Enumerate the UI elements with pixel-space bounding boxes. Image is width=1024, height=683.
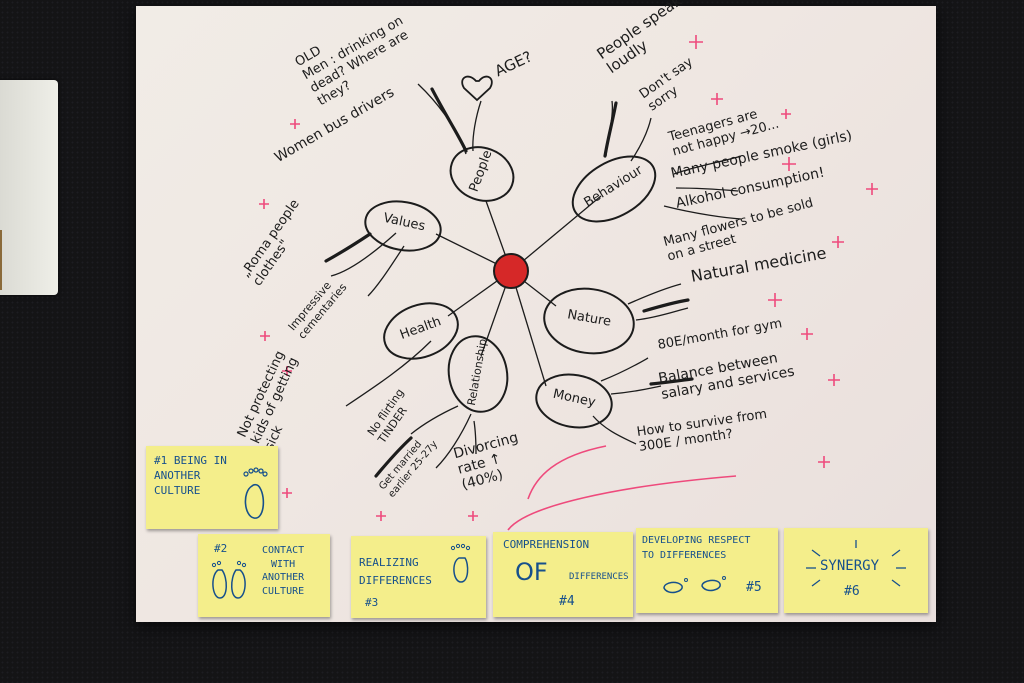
node-ellipses [364, 146, 657, 429]
sticky-5-number: #5 [746, 580, 762, 595]
sticky-note-5: DEVELOPING RESPECT TO DIFFERENCES #5 [636, 528, 778, 613]
mindmap-drawing [259, 35, 878, 531]
sticky-4-title: COMPREHENSION [503, 538, 590, 551]
heart-icon [461, 75, 493, 102]
sticky-6-word: SYNERGY [820, 558, 880, 574]
whiteboard-stand [0, 80, 58, 295]
sticky-3-text: REALIZING DIFFERENCES [359, 556, 432, 587]
node-people-ellipse [449, 146, 515, 202]
hub-center-dot [493, 253, 529, 289]
footprint-icon-small [450, 543, 471, 583]
pink-cross-marks [259, 35, 878, 521]
node-health-ellipse [383, 302, 459, 360]
node-behaviour-ellipse [571, 155, 657, 223]
poster-sheet: People Values Behaviour Health Relations… [136, 0, 936, 622]
sticky-note-6: SYNERGY #6 [784, 528, 928, 613]
sticky-2-number: #2 [214, 542, 228, 555]
sticky-note-4: COMPREHENSION OF DIFFERENCES #4 [493, 532, 633, 617]
sticky-2-text: CONTACT WITH ANOTHER CULTURE [262, 545, 305, 597]
node-relationship-ellipse [447, 335, 509, 413]
footprint-icon [243, 467, 268, 519]
walking-feet-icon [663, 576, 726, 594]
sunburst-icon [806, 540, 906, 587]
sticky-3-number: #3 [365, 596, 379, 609]
sticky-note-2: #2 CONTACT WITH ANOTHER CULTURE [198, 534, 330, 617]
sticky-note-1: #1 BEING IN ANOTHER CULTURE [146, 446, 278, 529]
node-money-ellipse [535, 373, 613, 429]
two-feet-icon [211, 560, 247, 599]
bold-underlines [324, 87, 694, 478]
node-values-ellipse [364, 200, 442, 252]
hub-connectors [435, 195, 602, 387]
node-nature-ellipse [543, 287, 635, 355]
pink-curves [507, 445, 737, 531]
sticky-note-3: REALIZING DIFFERENCES #3 [351, 536, 486, 618]
sticky-1-title: #1 BEING IN ANOTHER CULTURE [154, 454, 227, 497]
sticky-4-small: DIFFERENCES [569, 572, 629, 582]
sticky-4-number: #4 [559, 594, 575, 609]
sticky-6-number: #6 [844, 584, 860, 599]
sticky-5-text: DEVELOPING RESPECT TO DIFFERENCES [642, 535, 751, 561]
sticky-4-big: OF [515, 558, 548, 586]
